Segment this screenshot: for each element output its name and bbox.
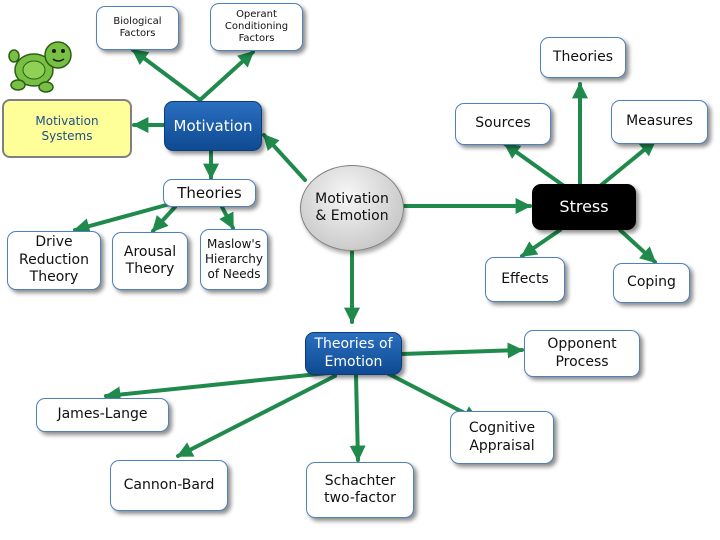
arrow-theories-maslow (219, 205, 235, 230)
motivation-node: Motivation (164, 101, 262, 151)
arrow-stress-sources (503, 142, 566, 188)
schachter-node: Schachter two-factor (306, 462, 414, 518)
measures-node: Measures (611, 100, 708, 144)
cognitive-appraisal-node: Cognitive Appraisal (450, 411, 554, 464)
maslow-node: Maslow's Hierarchy of Needs (200, 229, 268, 290)
turtle-mascot-icon (8, 41, 72, 93)
arrow-theories-drive (73, 202, 172, 234)
drive-reduction-node: Drive Reduction Theory (7, 231, 101, 290)
sources-node: Sources (455, 103, 551, 145)
biological-factors-node: Biological Factors (96, 6, 179, 50)
cannon-bard-node: Cannon-Bard (110, 460, 228, 511)
theories-motivation-node: Theories (163, 179, 256, 207)
arrow-motivation-biological (131, 48, 202, 102)
theories-stress-node: Theories (540, 37, 626, 78)
arousal-theory-node: Arousal Theory (112, 232, 188, 290)
james-lange-node: James-Lange (36, 398, 169, 432)
operant-conditioning-node: Operant Conditioning Factors (210, 3, 303, 51)
arrow-motivation-operant (198, 50, 255, 102)
arrow-center-motivation (262, 133, 307, 182)
arrow-theories-arousal (151, 205, 177, 233)
coping-node: Coping (613, 263, 690, 303)
arrow-emotion-cannon-bard (176, 374, 337, 458)
arrow-stress-measures (598, 139, 657, 188)
arrow-stress-coping (618, 228, 657, 264)
opponent-process-node: Opponent Process (524, 330, 640, 377)
arrow-emotion-james-lange (104, 371, 330, 403)
arrow-emotion-opponent (400, 342, 524, 359)
arrow-emotion-schachter (349, 374, 366, 462)
motivation-emotion-node: Motivation & Emotion (300, 165, 404, 251)
motivation-systems-node: Motivation Systems (2, 99, 132, 158)
theories-of-emotion-node: Theories of Emotion (305, 332, 402, 375)
arrow-stress-effects (520, 228, 562, 258)
effects-node: Effects (485, 257, 565, 302)
stress-node: Stress (532, 184, 636, 230)
